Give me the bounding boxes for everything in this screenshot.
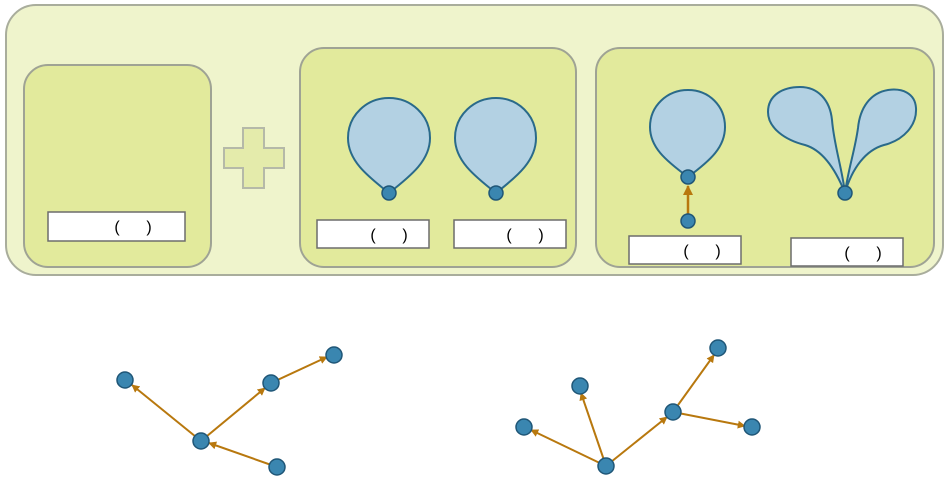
label-text-link: ( ) [683, 243, 720, 260]
tree-right-node-d [664, 403, 682, 421]
label-text-empty: ( ) [114, 219, 151, 236]
tree-left [116, 346, 343, 476]
tree-right-node-f [743, 418, 761, 436]
loop-b-petal [453, 96, 538, 195]
tree-left-node-d [325, 346, 343, 364]
link-loop [648, 88, 727, 229]
label-box-double-loop [790, 237, 904, 267]
tree-left-edge-1 [131, 384, 202, 442]
label-text-loop-a: ( ) [370, 227, 407, 244]
label-text-loop-b: ( ) [506, 227, 543, 244]
panel-loops: ( ) ( ) [299, 47, 577, 268]
label-box-link [628, 235, 742, 265]
tree-right-edge-4 [672, 354, 715, 413]
tree-left-edge-4 [208, 441, 278, 468]
tree-left-node-a [116, 371, 134, 389]
tree-right-edge-1 [530, 429, 607, 467]
tree-right-edge-3 [605, 416, 668, 467]
label-box-loop-a [316, 219, 430, 249]
link-top-node [680, 169, 696, 185]
tree-right-node-a [515, 418, 533, 436]
tree-right-edge-5 [672, 411, 746, 429]
tree-right-edge-2 [579, 392, 607, 467]
loop-b-node [488, 185, 504, 201]
tree-left-node-b [192, 432, 210, 450]
tree-left-node-e [268, 458, 286, 476]
panel-combined: ( ) ( ) [595, 47, 935, 268]
label-box-empty [47, 211, 186, 242]
loop-a-node [381, 185, 397, 201]
link-bottom-node [680, 213, 696, 229]
label-text-double-loop: ( ) [844, 245, 881, 262]
tree-right-node-e [709, 339, 727, 357]
tree-right [515, 339, 761, 475]
tree-left-node-c [262, 374, 280, 392]
plus-icon [223, 127, 285, 189]
tree-right-node-c [597, 457, 615, 475]
double-loop-node [837, 185, 853, 201]
tree-left-edge-2 [200, 387, 266, 442]
panel-empty: ( ) [23, 64, 212, 268]
loop-a-petal [346, 96, 432, 195]
double-loop-left-petal [766, 85, 846, 194]
link-loop-petal [648, 88, 727, 179]
loop-b [453, 96, 538, 201]
panel-combined-background [595, 47, 935, 268]
label-box-loop-b [453, 219, 567, 249]
tree-left-edge-3 [270, 356, 328, 384]
tree-right-node-b [571, 377, 589, 395]
double-loop [766, 85, 918, 201]
loop-a [346, 96, 432, 201]
double-loop-right-petal [844, 88, 918, 194]
